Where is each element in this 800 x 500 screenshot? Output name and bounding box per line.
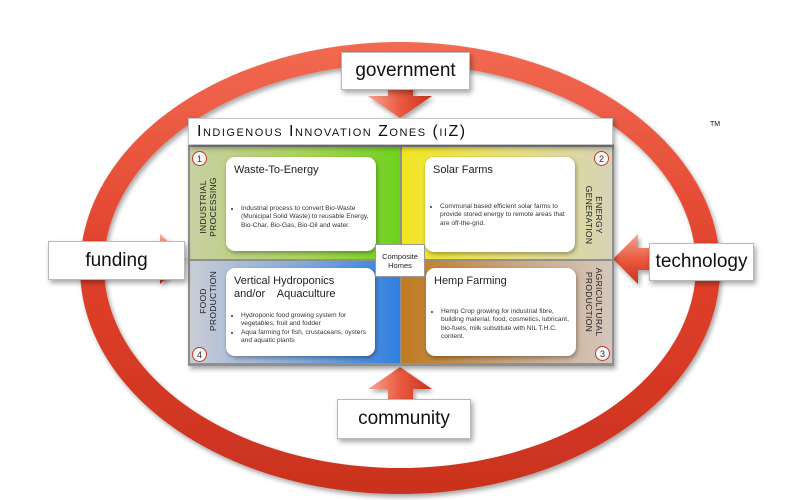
composite-line: Composite xyxy=(382,251,418,261)
government-arrow xyxy=(368,86,432,118)
side-label-line: PRODUCTION xyxy=(208,270,218,332)
card-title: Waste-To-Energy xyxy=(234,164,319,176)
zone-number-badge-1: 1 xyxy=(192,151,207,166)
card-title-line: and/or Aquaculture xyxy=(234,288,336,300)
composite-homes-box: Composite Homes xyxy=(375,244,425,277)
card-bullet: Hemp Crop growing for industrial fibre, … xyxy=(441,308,572,342)
diagram-title: Indigenous Innovation Zones (iiZ) xyxy=(197,122,467,140)
zone-number-badge-4: 4 xyxy=(192,347,207,362)
community-label: community xyxy=(337,399,471,439)
funding-label: funding xyxy=(48,241,185,280)
side-label-line: GENERATION xyxy=(584,185,594,245)
government-label: government xyxy=(341,52,470,90)
card-body: Communal based efficient solar farms to … xyxy=(431,203,571,228)
diagram-title-bar: Indigenous Innovation Zones (iiZ) TM xyxy=(188,118,720,145)
side-label-line: AGRICULTURAL xyxy=(594,267,604,337)
zone-number-badge-2: 2 xyxy=(594,151,609,166)
card-title-line: Vertical Hydroponics xyxy=(234,275,335,287)
side-label-industrial-processing: INDUSTRIAL PROCESSING xyxy=(198,177,218,237)
technology-label: technology xyxy=(649,243,754,281)
card-bullet: Hydroponic food growing system for veget… xyxy=(241,312,370,329)
card-bullet: Industrial process to convert Bio-Waste … xyxy=(241,205,370,230)
zone-number-badge-3: 3 xyxy=(595,346,610,361)
card-body: Hemp Crop growing for industrial fibre, … xyxy=(432,308,572,342)
side-label-line: FOOD xyxy=(198,288,208,314)
card-body: Industrial process to convert Bio-Waste … xyxy=(232,205,370,230)
card-bullet: Communal based efficient solar farms to … xyxy=(440,203,571,228)
card-vertical-hydroponics: Vertical Hydroponics and/or Aquaculture … xyxy=(226,268,375,356)
composite-line: Homes xyxy=(388,260,412,270)
side-label-line: ENERGY xyxy=(594,196,604,234)
community-arrow xyxy=(368,367,432,401)
side-label-energy-generation: ENERGY GENERATION xyxy=(584,186,604,245)
card-solar-farms: Solar Farms Communal based efficient sol… xyxy=(425,157,575,252)
technology-arrow xyxy=(613,234,650,284)
card-body: Hydroponic food growing system for veget… xyxy=(232,312,370,346)
side-label-food-production: FOOD PRODUCTION xyxy=(198,271,218,331)
card-title: Vertical Hydroponics and/or Aquaculture xyxy=(234,275,336,301)
side-label-line: PRODUCTION xyxy=(584,271,594,333)
card-title: Solar Farms xyxy=(433,164,493,176)
side-label-line: PROCESSING xyxy=(208,177,218,237)
card-title: Hemp Farming xyxy=(434,275,507,287)
side-label-agricultural-production: AGRICULTURAL PRODUCTION xyxy=(584,268,604,337)
trademark-mark: TM xyxy=(710,121,721,128)
side-label-line: INDUSTRIAL xyxy=(198,180,208,234)
card-waste-to-energy: Waste-To-Energy Industrial process to co… xyxy=(226,157,376,251)
card-hemp-farming: Hemp Farming Hemp Crop growing for indus… xyxy=(426,268,576,356)
card-bullet: Aqua farming for fish, crustaceans, oyst… xyxy=(241,329,370,346)
